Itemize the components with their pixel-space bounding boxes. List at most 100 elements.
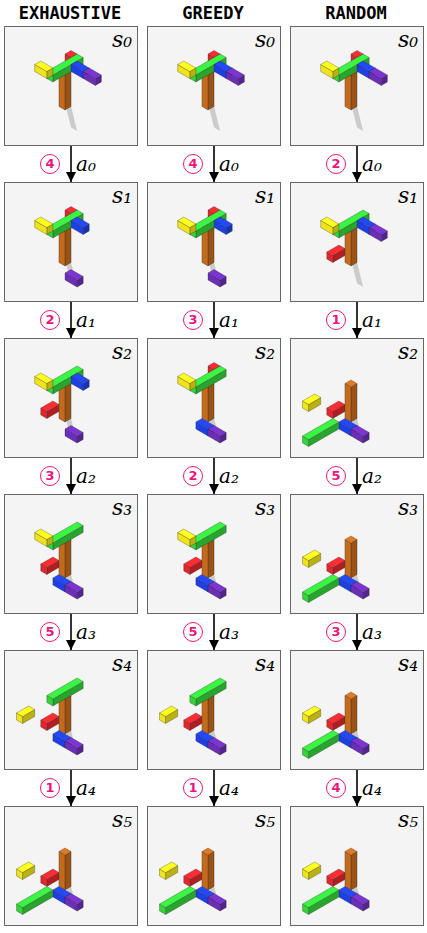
callout-number: 4 <box>326 778 346 798</box>
block-face <box>59 852 65 891</box>
block <box>65 582 83 600</box>
block-face <box>208 228 214 267</box>
block-face <box>208 738 226 749</box>
state-label: s₂ <box>5 339 137 364</box>
transition-arrow <box>70 614 72 650</box>
block <box>184 713 202 731</box>
block <box>160 706 178 724</box>
block-face <box>65 738 83 749</box>
transition-arrow <box>213 614 215 650</box>
block-face <box>303 731 339 752</box>
block <box>208 894 226 912</box>
block-face <box>184 869 202 880</box>
callout-number: 4 <box>183 154 203 174</box>
callout-number: 2 <box>183 466 203 486</box>
block-face <box>208 270 226 281</box>
transition-arrow <box>70 146 72 182</box>
block-face <box>345 540 351 579</box>
state-panel: s₅ <box>147 806 281 926</box>
block-face <box>184 713 202 724</box>
block <box>226 68 244 86</box>
block-face <box>208 384 214 423</box>
block-face <box>71 373 89 384</box>
block <box>303 394 321 412</box>
block-face <box>226 68 244 79</box>
block-face <box>369 68 387 79</box>
block-face <box>178 529 196 540</box>
block-face <box>160 887 196 908</box>
block-face <box>345 536 357 543</box>
block-face <box>17 887 53 908</box>
callout-number: 5 <box>183 622 203 642</box>
block-face <box>65 228 71 267</box>
action-label: a₁ <box>76 309 96 331</box>
column-heading: RANDOM <box>290 3 422 23</box>
block <box>178 217 196 235</box>
block <box>208 738 226 756</box>
state-panel: s₀ <box>290 26 424 146</box>
transition-arrow <box>356 302 358 338</box>
state-panel: s₃ <box>290 494 424 614</box>
state-panel: s₄ <box>4 650 138 770</box>
block <box>178 61 196 79</box>
state-panel: s₁ <box>4 182 138 302</box>
action-label: a₂ <box>219 465 239 487</box>
block <box>178 529 196 547</box>
block-face <box>17 862 35 873</box>
block <box>17 887 53 915</box>
block-face <box>160 862 178 873</box>
block <box>351 426 369 444</box>
block <box>35 217 53 235</box>
block-face <box>83 68 101 79</box>
block <box>351 738 369 756</box>
block-face <box>65 540 71 579</box>
block-face <box>41 713 59 724</box>
state-panel: s₂ <box>4 338 138 458</box>
block-face <box>178 373 196 384</box>
action-label: a₃ <box>362 621 382 643</box>
block-face <box>65 696 71 735</box>
block-face <box>65 384 71 423</box>
block-face <box>208 426 226 437</box>
transition-arrow <box>213 458 215 494</box>
state-label: s₃ <box>5 495 137 520</box>
block-face <box>208 540 214 579</box>
block-face <box>41 869 59 880</box>
callout-number: 1 <box>183 778 203 798</box>
state-panel: s₃ <box>4 494 138 614</box>
state-label: s₀ <box>5 27 137 52</box>
state-label: s₂ <box>148 339 280 364</box>
state-panel: s₁ <box>290 182 424 302</box>
block <box>303 706 321 724</box>
block <box>369 224 387 242</box>
block-face <box>327 713 345 724</box>
block-face <box>351 426 369 437</box>
block <box>303 419 339 447</box>
block <box>327 869 345 887</box>
block <box>65 894 83 912</box>
block <box>208 426 226 444</box>
block <box>190 678 226 706</box>
block-face <box>35 217 53 228</box>
block <box>35 373 53 391</box>
block-face <box>303 575 339 596</box>
block <box>17 706 35 724</box>
block <box>303 887 339 915</box>
callout-number: 1 <box>326 310 346 330</box>
block-face <box>369 224 387 235</box>
block-face <box>65 426 83 437</box>
block <box>345 536 357 578</box>
transition-arrow <box>356 614 358 650</box>
block-face <box>327 245 345 256</box>
state-label: s₅ <box>5 807 137 832</box>
block-face <box>351 852 357 891</box>
action-label: a₀ <box>219 153 239 175</box>
state-label: s₄ <box>5 651 137 676</box>
block-face <box>65 270 83 281</box>
state-panel: s₀ <box>4 26 138 146</box>
block <box>184 557 202 575</box>
block <box>41 557 59 575</box>
state-label: s₂ <box>291 339 423 364</box>
block-face <box>321 217 339 228</box>
